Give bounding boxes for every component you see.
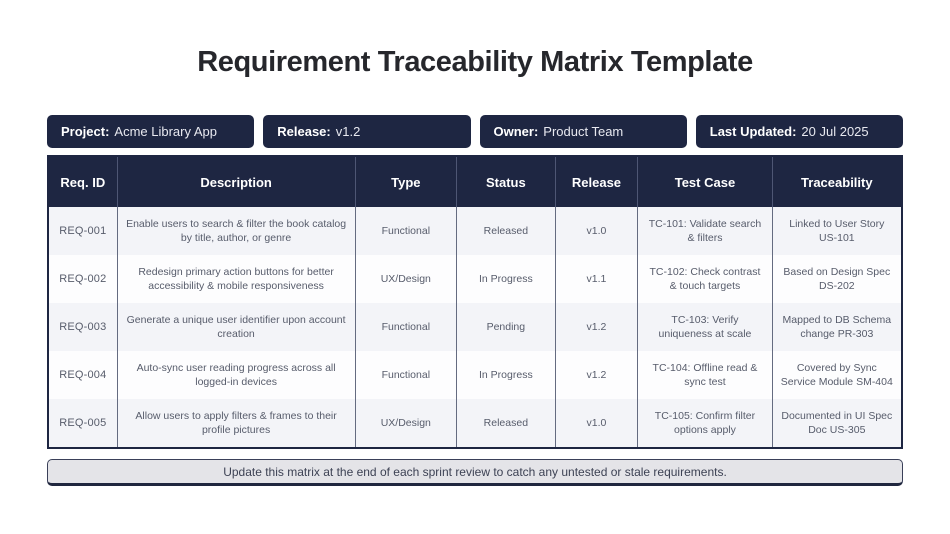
table-row: REQ-003 Generate a unique user identifie… bbox=[49, 303, 901, 351]
traceability-matrix-table: Req. ID Description Type Status Release … bbox=[47, 155, 903, 449]
cell-description: Auto-sync user reading progress across a… bbox=[118, 351, 356, 399]
page-title: Requirement Traceability Matrix Template bbox=[197, 46, 753, 78]
content-area: Project: Acme Library App Release: v1.2 … bbox=[47, 115, 903, 486]
cell-traceability: Documented in UI Spec Doc US-305 bbox=[781, 409, 893, 436]
footer-note: Update this matrix at the end of each sp… bbox=[47, 459, 903, 486]
footer-note-text: Update this matrix at the end of each sp… bbox=[223, 464, 727, 479]
cell-req-id: REQ-001 bbox=[49, 207, 118, 255]
table-row: REQ-001 Enable users to search & filter … bbox=[49, 207, 901, 255]
cell-traceability: Based on Design Spec DS-202 bbox=[783, 265, 891, 292]
info-bar: Project: Acme Library App Release: v1.2 … bbox=[47, 115, 903, 148]
cell-description: Redesign primary action buttons for bett… bbox=[118, 255, 356, 303]
info-pill-release-label: Release: bbox=[277, 124, 331, 139]
info-pill-owner: Owner: Product Team bbox=[479, 115, 687, 148]
table-row: REQ-002 Redesign primary action buttons … bbox=[49, 255, 901, 303]
cell-status: In Progress bbox=[457, 351, 556, 399]
column-header-description: Description bbox=[118, 157, 356, 207]
info-pill-last-updated: Last Updated: 20 Jul 2025 bbox=[695, 115, 903, 148]
cell-traceability: Linked to User Story US-101 bbox=[789, 217, 885, 244]
cell-test-case: TC-101: Validate search & filters bbox=[638, 207, 773, 255]
cell-type: Functional bbox=[356, 207, 458, 255]
cell-status: Released bbox=[457, 399, 556, 447]
info-pill-last-updated-label: Last Updated: bbox=[709, 124, 797, 139]
cell-description: Allow users to apply filters & frames to… bbox=[118, 399, 356, 447]
cell-req-id: REQ-002 bbox=[49, 255, 118, 303]
cell-test-case: TC-102: Check contrast & touch targets bbox=[638, 255, 773, 303]
column-header-status: Status bbox=[457, 157, 556, 207]
cell-test-case: TC-105: Confirm filter options apply bbox=[638, 399, 773, 447]
cell-test-case: TC-103: Verify uniqueness at scale bbox=[638, 303, 773, 351]
cell-req-id: REQ-003 bbox=[49, 303, 118, 351]
cell-release: v1.0 bbox=[556, 399, 639, 447]
info-pill-project-value: Acme Library App bbox=[114, 124, 218, 139]
info-pill-last-updated-value: 20 Jul 2025 bbox=[801, 124, 869, 139]
cell-status: In Progress bbox=[457, 255, 556, 303]
column-header-traceability: Traceability bbox=[801, 174, 873, 190]
table-header-row: Req. ID Description Type Status Release … bbox=[49, 157, 901, 207]
cell-type: Functional bbox=[356, 351, 458, 399]
cell-description: Generate a unique user identifier upon a… bbox=[118, 303, 356, 351]
column-header-test-case: Test Case bbox=[638, 157, 773, 207]
info-pill-owner-value: Product Team bbox=[543, 124, 624, 139]
cell-release: v1.2 bbox=[556, 303, 639, 351]
info-pill-release: Release: v1.2 bbox=[263, 115, 471, 148]
info-pill-project-label: Project: bbox=[61, 124, 110, 139]
info-pill-owner-label: Owner: bbox=[493, 124, 539, 139]
cell-req-id: REQ-004 bbox=[49, 351, 118, 399]
cell-release: v1.0 bbox=[556, 207, 639, 255]
cell-type: UX/Design bbox=[356, 399, 458, 447]
cell-traceability: Mapped to DB Schema change PR-303 bbox=[782, 313, 892, 340]
table-row: REQ-005 Allow users to apply filters & f… bbox=[49, 399, 901, 447]
cell-description: Enable users to search & filter the book… bbox=[118, 207, 356, 255]
cell-status: Pending bbox=[457, 303, 556, 351]
info-pill-release-value: v1.2 bbox=[335, 124, 361, 139]
table-row: REQ-004 Auto-sync user reading progress … bbox=[49, 351, 901, 399]
cell-release: v1.1 bbox=[556, 255, 639, 303]
info-pill-project: Project: Acme Library App bbox=[47, 115, 255, 148]
cell-status: Released bbox=[457, 207, 556, 255]
column-header-type: Type bbox=[356, 157, 458, 207]
cell-req-id: REQ-005 bbox=[49, 399, 118, 447]
column-header-release: Release bbox=[556, 157, 639, 207]
cell-type: Functional bbox=[356, 303, 458, 351]
cell-traceability: Covered by Sync Service Module SM-404 bbox=[780, 361, 893, 388]
cell-release: v1.2 bbox=[556, 351, 639, 399]
column-header-req-id: Req. ID bbox=[49, 157, 118, 207]
cell-test-case: TC-104: Offline read & sync test bbox=[638, 351, 773, 399]
cell-type: UX/Design bbox=[356, 255, 458, 303]
